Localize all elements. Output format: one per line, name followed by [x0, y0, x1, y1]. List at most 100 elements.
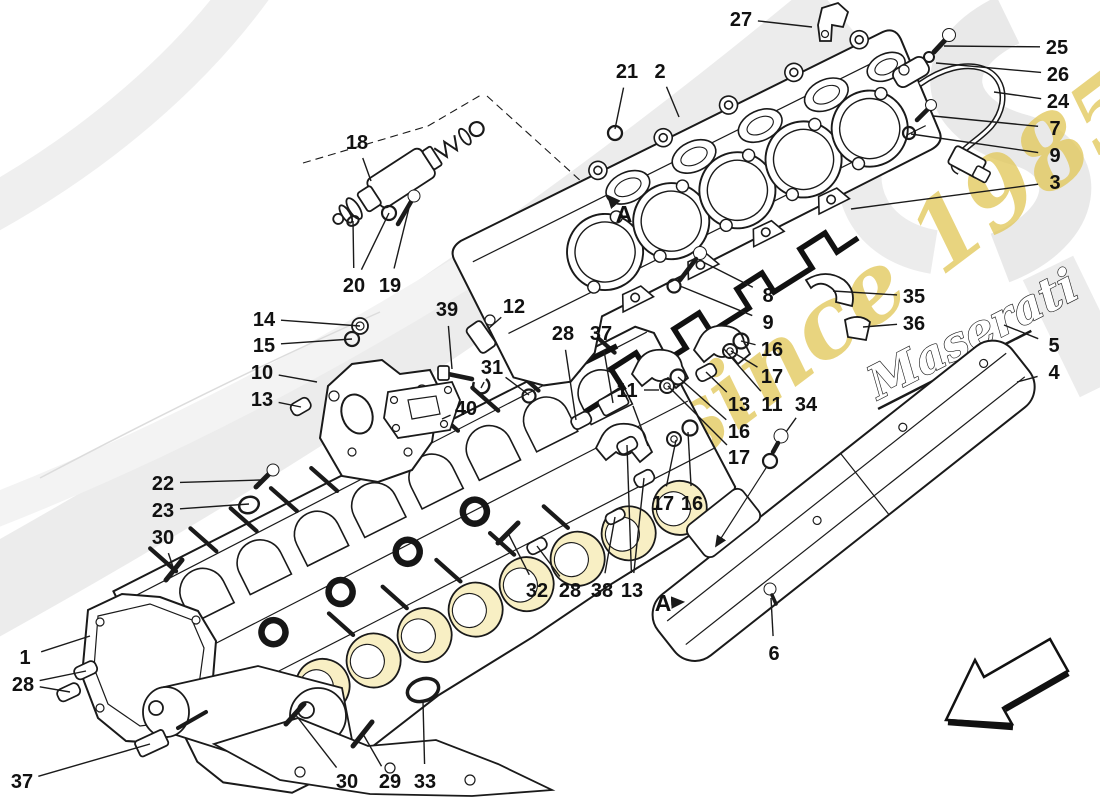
leader-line	[935, 62, 1042, 74]
leader-line	[278, 374, 318, 383]
breather-fitting	[817, 1, 850, 42]
callout-17: 17	[761, 366, 783, 388]
callout-20: 20	[343, 275, 365, 297]
callout-16: 16	[728, 421, 750, 443]
callout-31: 31	[481, 357, 503, 379]
callout-35: 35	[903, 286, 925, 308]
leader-line	[677, 376, 727, 421]
callout-9: 9	[1049, 145, 1060, 167]
callout-32: 32	[526, 580, 548, 602]
cam-oil-seals	[258, 496, 491, 648]
cover-panel-screws	[715, 428, 789, 606]
callout-37: 37	[11, 771, 33, 793]
callout-29: 29	[379, 771, 401, 793]
leader-line	[993, 91, 1042, 100]
cover-bolt-8	[666, 246, 707, 294]
leader-line	[665, 86, 680, 118]
cap-plate	[383, 381, 461, 439]
small-parts-left	[56, 314, 537, 758]
leader-line	[862, 323, 898, 328]
section-marker-A: A	[655, 590, 672, 616]
leader-line	[536, 545, 561, 577]
leader-line	[723, 348, 762, 392]
leader-line	[730, 350, 758, 368]
leader-line	[38, 743, 151, 777]
cover-mount-ears	[621, 187, 851, 314]
callout-13: 13	[621, 580, 643, 602]
callout-7: 7	[1049, 118, 1060, 140]
cover-bolt-bosses	[588, 29, 869, 181]
cam-bearing-caps	[179, 369, 634, 625]
callout-11: 11	[761, 394, 782, 416]
leader-line	[179, 503, 250, 510]
leader-line	[943, 45, 1041, 48]
solenoid-bolt-washers	[346, 189, 421, 227]
leader-line	[505, 376, 530, 396]
section-marker-A: A	[616, 201, 633, 227]
callout-34: 34	[795, 394, 818, 416]
callout-4: 4	[1048, 362, 1060, 384]
cam-cover	[451, 29, 942, 387]
callout-30: 30	[336, 771, 358, 793]
leader-line	[487, 316, 502, 330]
callout-30: 30	[152, 527, 174, 549]
leader-line	[39, 686, 71, 693]
solenoid-assembly	[332, 120, 485, 225]
callout-5: 5	[1048, 335, 1059, 357]
leader-line	[770, 597, 774, 637]
leader-line	[360, 212, 390, 271]
leader-line	[665, 439, 677, 487]
callout-16: 16	[681, 493, 703, 515]
callout-15: 15	[253, 335, 275, 357]
leader-line	[785, 417, 797, 433]
leader-line	[757, 20, 813, 28]
callout-40: 40	[455, 398, 477, 420]
callout-3: 3	[1049, 172, 1060, 194]
callout-14: 14	[253, 309, 276, 331]
callout-26: 26	[1047, 64, 1069, 86]
callout-6: 6	[768, 643, 779, 665]
leader-line	[614, 87, 625, 130]
callout-23: 23	[152, 500, 174, 522]
leader-line	[667, 385, 728, 446]
callout-38: 38	[591, 580, 613, 602]
leader-line	[480, 381, 485, 389]
callout-28: 28	[559, 580, 581, 602]
leader-line	[447, 325, 453, 370]
leader-line	[832, 290, 898, 296]
callout-25: 25	[1046, 37, 1068, 59]
leader-line	[39, 670, 87, 682]
leader-line	[280, 319, 361, 327]
leader-line	[603, 349, 614, 404]
leader-line	[626, 444, 633, 574]
leader-line	[280, 338, 353, 345]
leader-line	[179, 479, 262, 484]
leader-line	[507, 532, 530, 576]
callout-12: 12	[503, 296, 525, 318]
callout-37: 37	[590, 323, 612, 345]
callout-18: 18	[346, 132, 368, 154]
callout-28: 28	[12, 674, 34, 696]
callout-36: 36	[903, 313, 925, 335]
callout-16: 16	[761, 339, 783, 361]
leader-line	[740, 340, 756, 346]
callout-22: 22	[152, 473, 174, 495]
leader-line	[278, 401, 302, 408]
leader-line	[362, 733, 383, 767]
leader-line	[294, 713, 338, 768]
leader-line	[1016, 375, 1038, 383]
lower-flange-bracket	[211, 717, 556, 797]
callout-13: 13	[251, 389, 273, 411]
leader-line	[441, 414, 451, 420]
callout-17: 17	[652, 493, 674, 515]
direction-arrow-icon	[944, 637, 1070, 731]
leader-line	[702, 261, 754, 288]
leader-line	[679, 285, 753, 317]
callout-2: 2	[654, 61, 665, 83]
callout-33: 33	[414, 771, 436, 793]
callout-28: 28	[552, 323, 574, 345]
leader-line	[1003, 324, 1039, 340]
